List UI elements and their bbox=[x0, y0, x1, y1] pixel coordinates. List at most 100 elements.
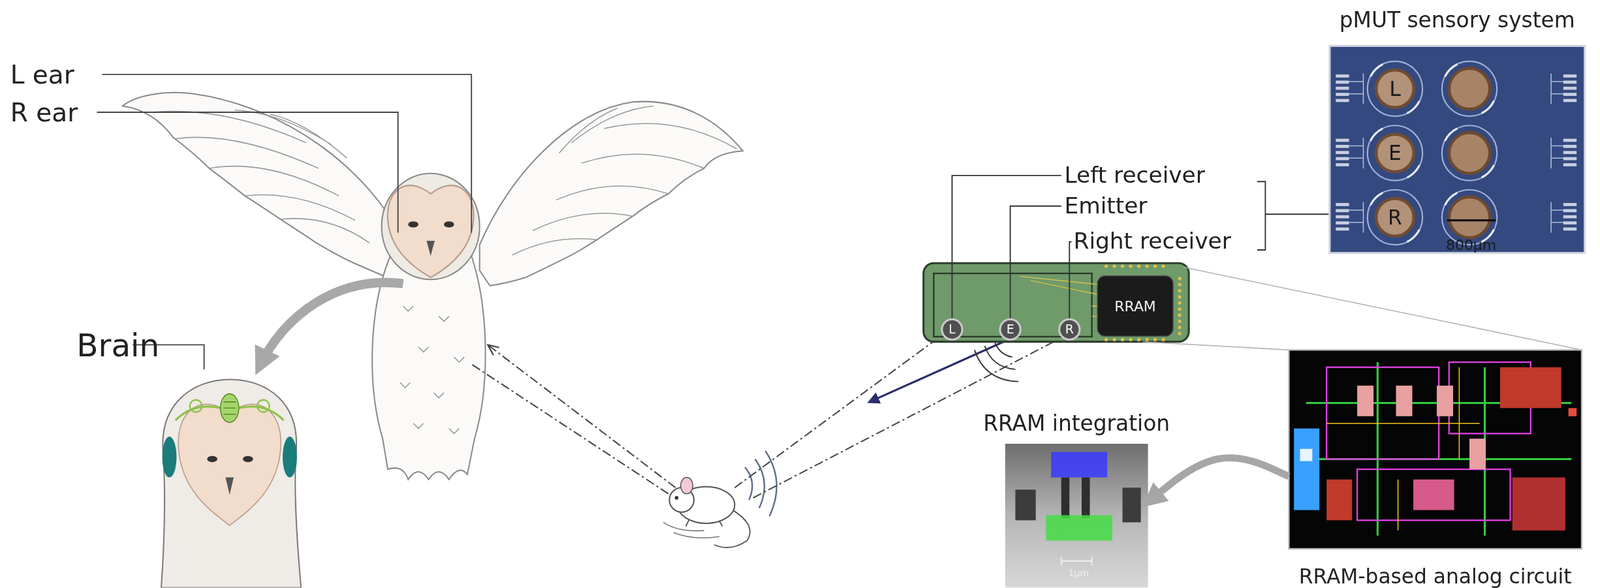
owl-head bbox=[161, 379, 301, 588]
layout-cell bbox=[1357, 469, 1510, 521]
feather-line bbox=[152, 110, 369, 243]
owl-eye bbox=[443, 221, 455, 228]
brain-detail bbox=[223, 402, 236, 415]
layout-block bbox=[1512, 477, 1566, 531]
neural-node bbox=[257, 400, 270, 413]
layout-cell bbox=[1326, 367, 1439, 460]
brain-label: Brain bbox=[76, 329, 160, 361]
echo-path bbox=[735, 328, 952, 488]
ear-label: R ear bbox=[10, 99, 79, 125]
layout-block bbox=[1357, 385, 1374, 417]
layout-block bbox=[1300, 449, 1313, 462]
leader-line bbox=[101, 74, 472, 233]
owl-head bbox=[381, 173, 480, 281]
receiver-circle: L bbox=[940, 318, 963, 341]
node-heading: RRAM integration bbox=[983, 412, 1170, 437]
echo-path bbox=[471, 364, 669, 495]
owl-wing bbox=[479, 101, 743, 286]
pmut-transducer: R bbox=[1374, 197, 1416, 239]
node-text: R bbox=[1065, 323, 1074, 337]
zoom-line bbox=[1143, 267, 1582, 351]
tem-structure bbox=[1015, 489, 1036, 521]
ear-label: L ear bbox=[10, 62, 75, 88]
pmut-row bbox=[1335, 125, 1577, 181]
pcb-trace bbox=[1020, 276, 1100, 317]
mouse-eye bbox=[674, 496, 679, 501]
pmut-transducer: L bbox=[1374, 68, 1416, 110]
leader-line bbox=[97, 112, 399, 233]
node-text: L bbox=[948, 323, 956, 337]
node-heading: pMUT sensory system bbox=[1339, 9, 1576, 33]
layout-block bbox=[1326, 479, 1352, 521]
owl-beak bbox=[426, 240, 435, 256]
chip-pins bbox=[1175, 275, 1185, 337]
leader-line bbox=[951, 175, 1061, 319]
circuit-layout bbox=[1288, 349, 1582, 550]
metal-line bbox=[1326, 367, 1480, 531]
pmut-micrograph bbox=[1329, 45, 1585, 253]
chip-pins bbox=[1101, 336, 1168, 343]
flow-arrow bbox=[1148, 458, 1290, 503]
rram-chip: RRAM bbox=[1096, 275, 1174, 337]
leader-line bbox=[1010, 206, 1062, 319]
part-label: Right receiver bbox=[1073, 230, 1231, 253]
device-board bbox=[923, 263, 1189, 342]
zoom-arrow bbox=[260, 282, 404, 366]
owl-eye bbox=[407, 221, 419, 228]
node-text: R bbox=[1387, 206, 1403, 228]
node-text: E bbox=[1388, 142, 1402, 164]
circuit-layout: RRAM-based analog circuit bbox=[1288, 349, 1582, 550]
owl-eye bbox=[242, 456, 254, 463]
pmut-row bbox=[1335, 189, 1577, 245]
neural-node bbox=[189, 400, 203, 413]
ear-patch bbox=[282, 436, 298, 478]
pmut-row bbox=[1335, 61, 1577, 117]
layout-block bbox=[1395, 385, 1412, 417]
chip-pins bbox=[1101, 263, 1168, 269]
tem-image: RRAM integration bbox=[1005, 443, 1149, 588]
feather-mark bbox=[400, 306, 465, 434]
tem-via bbox=[1061, 477, 1070, 519]
tem-structure bbox=[1122, 487, 1142, 523]
scale-label: 1µm bbox=[1068, 568, 1090, 578]
layout-block bbox=[1413, 479, 1455, 511]
layout-block bbox=[1293, 428, 1320, 511]
scale-bar bbox=[1447, 219, 1497, 222]
sound-wave bbox=[744, 451, 777, 517]
owl-wing bbox=[122, 92, 404, 278]
facial-disc bbox=[387, 185, 474, 278]
node-heading: RRAM-based analog circuit bbox=[1299, 565, 1572, 588]
pmut-transducer: E bbox=[1374, 132, 1416, 174]
bracket bbox=[1257, 181, 1330, 251]
echo-path bbox=[487, 344, 676, 488]
mouse-leg bbox=[685, 520, 722, 527]
feather-line bbox=[512, 106, 738, 256]
tem-region bbox=[1045, 515, 1113, 541]
motion-line bbox=[663, 522, 720, 538]
layout-block bbox=[1469, 438, 1486, 470]
owl-eye bbox=[206, 456, 218, 463]
emitter-circle: E bbox=[998, 318, 1021, 341]
receiver-circle: R bbox=[1058, 318, 1081, 341]
layout-block bbox=[1568, 407, 1578, 417]
owl-beak bbox=[225, 477, 234, 496]
node-text: E bbox=[1006, 323, 1015, 337]
node-text: RRAM bbox=[1114, 298, 1156, 314]
pmut-micrograph: pMUT sensory systemLER bbox=[1329, 45, 1585, 253]
brain-core bbox=[220, 393, 239, 423]
layout-block bbox=[1436, 385, 1454, 417]
ear-patch bbox=[162, 436, 177, 478]
scale-label: 800µm bbox=[1445, 237, 1497, 252]
leader-line bbox=[1069, 241, 1072, 318]
scale-bar bbox=[1061, 557, 1093, 566]
node-text: L bbox=[1389, 78, 1401, 99]
tem-image bbox=[1005, 443, 1149, 588]
emitted-wave bbox=[974, 342, 1019, 382]
tem-region bbox=[1050, 451, 1108, 478]
part-label: Emitter bbox=[1064, 195, 1147, 218]
